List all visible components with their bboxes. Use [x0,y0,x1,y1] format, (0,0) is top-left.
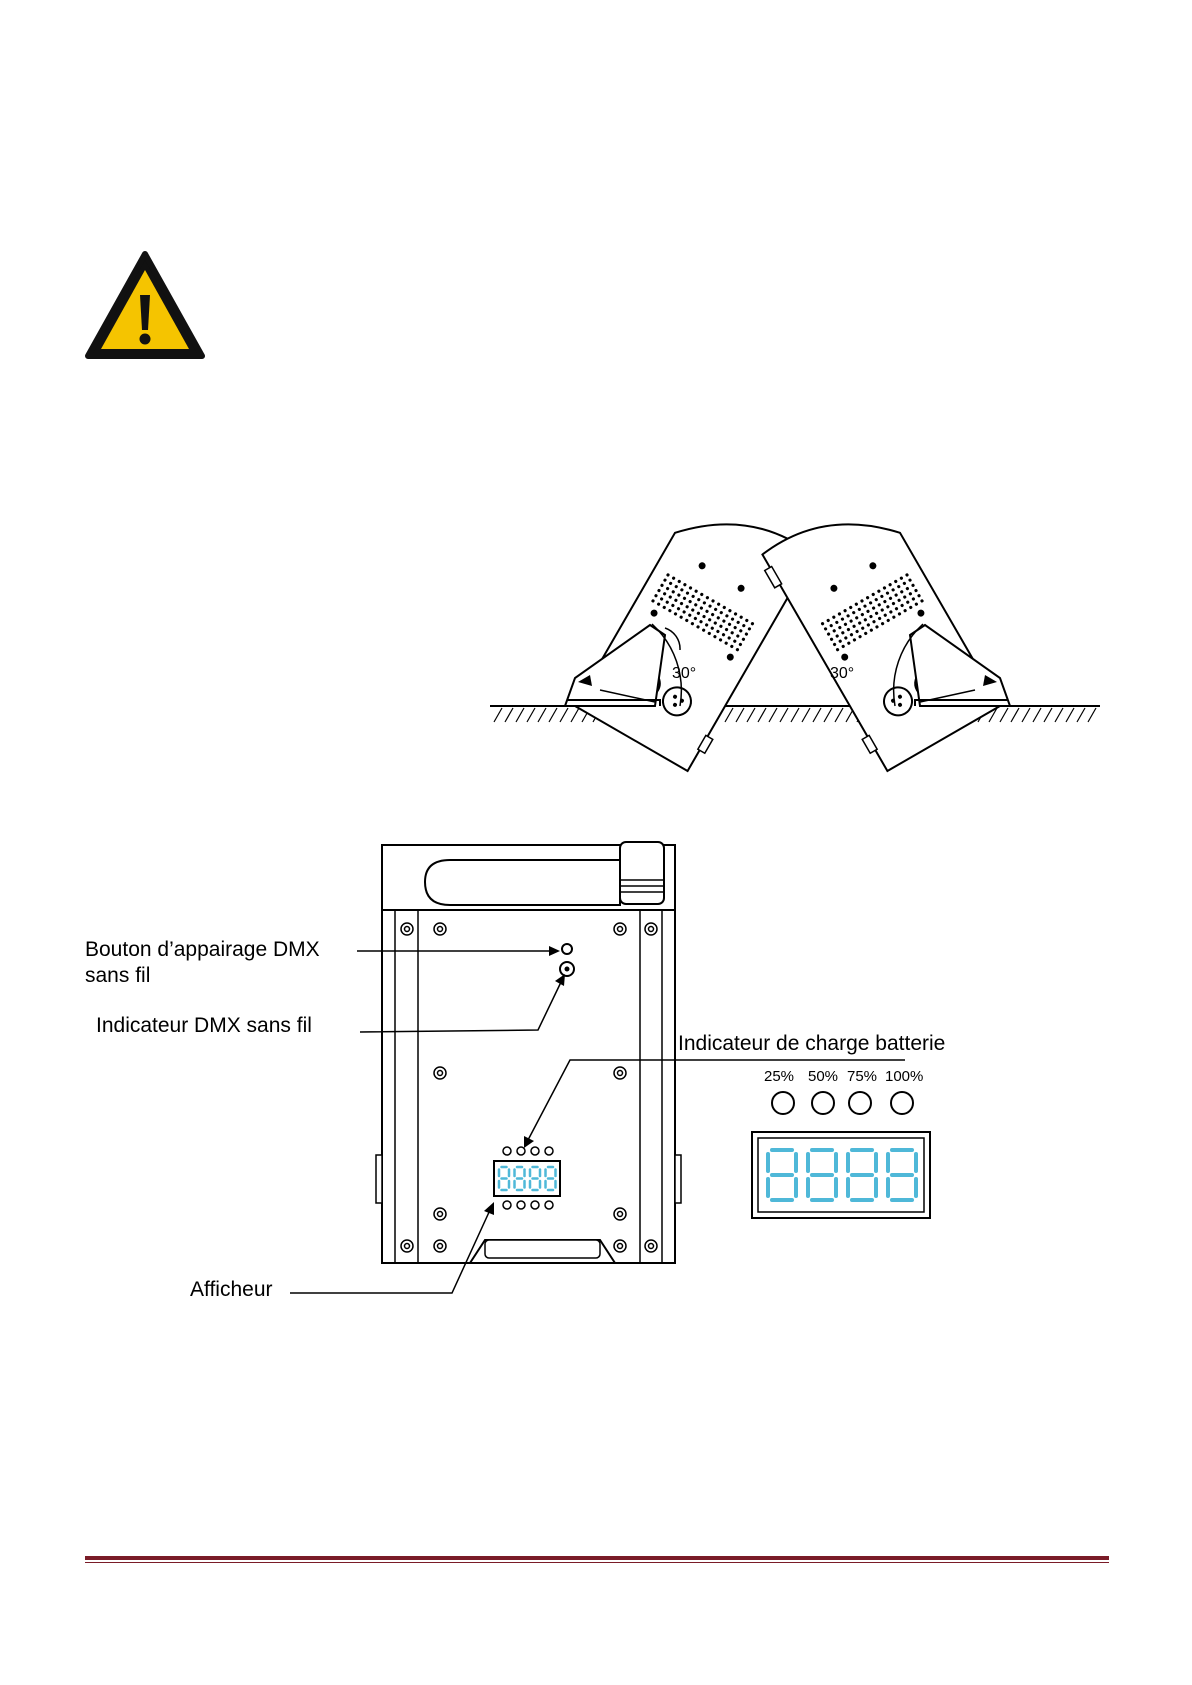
left-fixture [575,488,818,774]
rear-panel-diagram [0,830,1192,1310]
right-fixture [757,488,1000,774]
display-label: Afficheur [190,1278,273,1302]
warning-icon [84,250,206,362]
tilt-figure: 30° 30° [480,450,1100,730]
right-angle-label: 30° [830,665,854,682]
battery-level-50: 50% [808,1068,838,1085]
battery-level-75: 75% [847,1068,877,1085]
footer-rule [85,1556,1109,1560]
battery-level-25: 25% [764,1068,794,1085]
pairing-button-label-line2: sans fil [85,964,150,988]
left-angle-label: 30° [672,665,696,682]
rear-panel-figure: Bouton d’appairage DMX sans fil Indicate… [0,830,1192,1310]
pairing-button-label: Bouton d’appairage DMX [85,938,320,962]
footer-rule-thin [85,1562,1109,1563]
warning-triangle-icon [84,250,206,362]
tilt-diagram: 30° 30° [480,450,1100,730]
dmx-indicator-label: Indicateur DMX sans fil [96,1014,312,1038]
battery-level-100: 100% [885,1068,923,1085]
battery-indicator-label: Indicateur de charge batterie [678,1032,945,1056]
